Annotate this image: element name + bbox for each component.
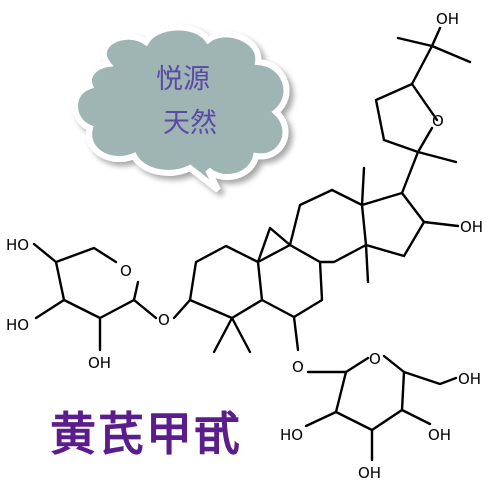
label-oh-c16: OH bbox=[460, 218, 483, 236]
bubble-line-1: 悦源 bbox=[156, 64, 210, 95]
label-oh-glucose-right: OH bbox=[428, 426, 451, 444]
label-o-xylose-ring: O bbox=[120, 262, 132, 280]
label-ho-xylose-left: HO bbox=[6, 316, 29, 334]
label-ho-glucose-left: HO bbox=[280, 426, 303, 444]
bubble-line-2: 天然 bbox=[163, 108, 217, 139]
atom-labels: OH O OH O O HO HO OH O O OH HO OH OH bbox=[6, 10, 483, 482]
label-o-glucose-ring: O bbox=[369, 350, 381, 368]
label-o-c6-glycoside: O bbox=[292, 358, 304, 376]
label-oh-glucose-bottom: OH bbox=[358, 464, 381, 482]
compound-name-title: 黄芪甲甙 bbox=[50, 407, 242, 461]
cloud-shape bbox=[72, 24, 290, 193]
molecule-bonds bbox=[32, 26, 472, 462]
label-oh-glucose-ch2: OH bbox=[458, 370, 481, 388]
label-o-thf: O bbox=[432, 112, 444, 130]
label-oh-top: OH bbox=[436, 10, 459, 28]
label-o-c3-glycoside: O bbox=[158, 311, 170, 329]
cloud-speech-bubble: 悦源 天然 bbox=[72, 24, 290, 193]
label-oh-xylose-bottom: OH bbox=[88, 354, 111, 372]
label-ho-xylose-top: HO bbox=[6, 236, 29, 254]
